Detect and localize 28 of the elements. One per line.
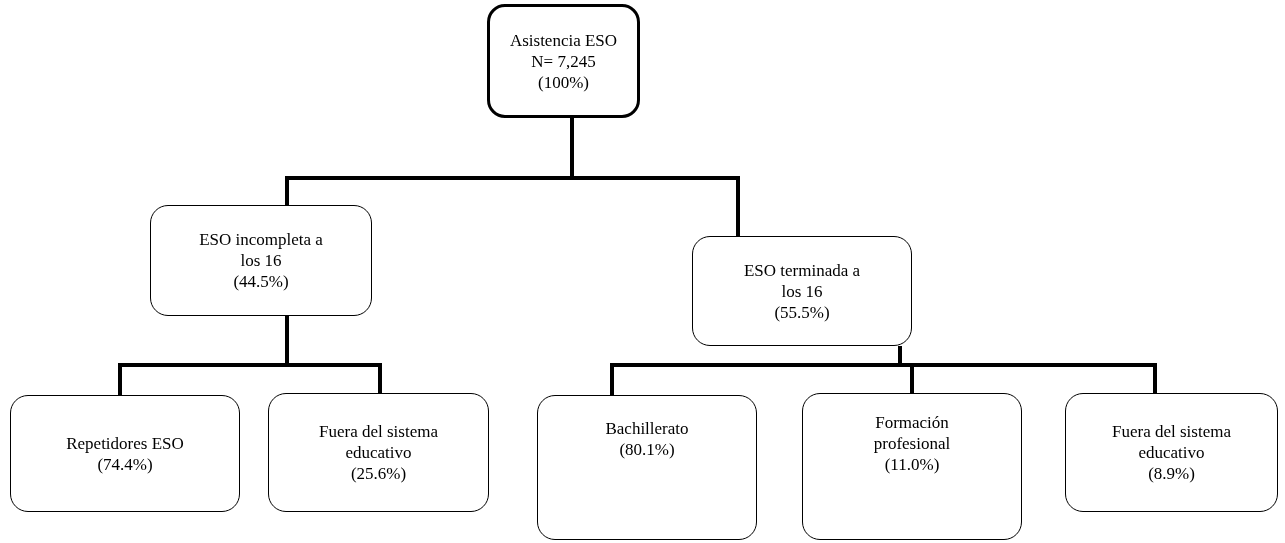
node-text: (25.6%) — [350, 463, 407, 484]
node-text: (100%) — [538, 71, 589, 93]
node-text: (8.9%) — [1148, 463, 1195, 484]
category-box — [268, 393, 489, 512]
node-text: N= 7,245 — [531, 50, 596, 72]
connector-line — [285, 316, 382, 393]
connector-line — [570, 118, 740, 236]
category-box — [487, 4, 640, 118]
connector-line — [898, 346, 1157, 393]
category-box — [692, 236, 912, 346]
node-text: ESO incompleta a los 16 — [198, 229, 324, 271]
category-box — [10, 395, 240, 512]
category-box — [1065, 393, 1278, 512]
node-text: Fuera del sistema educativo — [1111, 421, 1232, 463]
node-text: (74.4%) — [97, 453, 153, 475]
node-text: Fuera del sistema educativo — [318, 421, 439, 463]
node-text: ESO terminada a los 16 — [742, 259, 862, 302]
node-text: Asistencia ESO — [509, 29, 618, 51]
category-box — [150, 205, 372, 316]
node-text: Bachillerato — [605, 418, 689, 439]
node-text: Repetidores ESO — [66, 432, 184, 454]
node-text: (11.0%) — [884, 454, 940, 475]
node-text: (55.5%) — [774, 301, 830, 323]
node-text: Formación profesional — [872, 412, 952, 454]
category-box — [537, 395, 757, 540]
node-text: (44.5%) — [233, 271, 289, 292]
node-text: (80.1%) — [619, 439, 675, 460]
category-box — [802, 393, 1022, 540]
